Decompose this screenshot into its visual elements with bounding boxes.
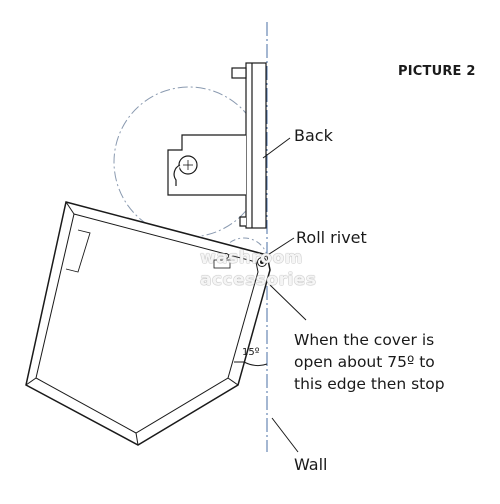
leader-lines [262, 137, 307, 453]
instruction-line-3: this edge then stop [294, 375, 445, 393]
instruction-line-2: open about 75º to [294, 353, 435, 371]
back-label: Back [294, 126, 333, 145]
instruction-line-1: When the cover is [294, 331, 435, 349]
cover-body [25, 201, 271, 446]
instruction-note: When the cover is open about 75º to this… [294, 329, 494, 395]
roll-rivet [213, 253, 267, 269]
watermark-line-2: accessories [200, 270, 317, 290]
angle-indicator [234, 361, 268, 367]
roll-rivet-label: Roll rivet [296, 228, 367, 247]
wall-label: Wall [294, 455, 328, 474]
hook-bracket [167, 134, 246, 196]
picture-title: PICTURE 2 [398, 64, 476, 79]
watermark-line-1: washroom [200, 248, 303, 268]
angle-label: 15º [242, 347, 260, 358]
